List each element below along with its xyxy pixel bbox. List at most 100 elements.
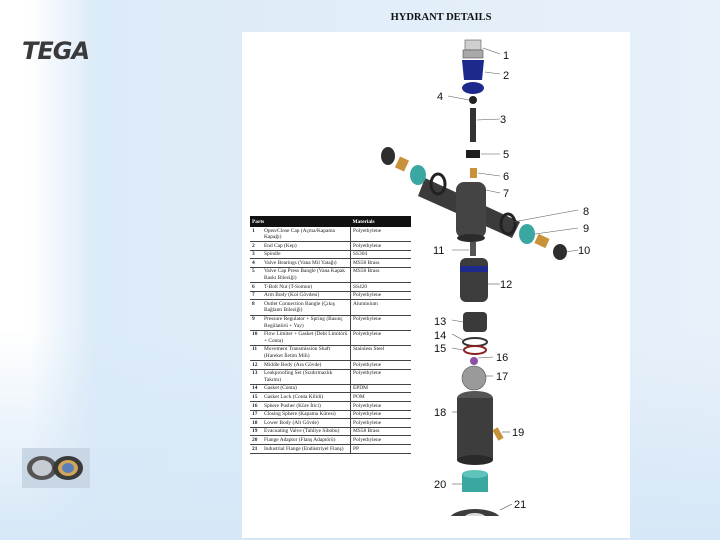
part-name: Evacuating Valve (Tahliye Sibobu) (262, 427, 351, 437)
part-number: 2 (250, 241, 262, 251)
callout-3: 3 (500, 114, 506, 126)
part-material: MS58 Brass (350, 267, 411, 284)
callout-2: 2 (503, 70, 509, 82)
hydrant-exploded-diagram: 1 2 3 4 5 6 7 8 9 10 11 12 13 14 15 16 1… (381, 39, 590, 516)
callout-17: 17 (496, 371, 508, 383)
part-material: Polyethylene (350, 410, 411, 420)
part-material: Polyethylene (350, 418, 411, 428)
part-number: 3 (250, 250, 262, 260)
industrial-flange-part (450, 509, 500, 516)
callout-13: 13 (434, 316, 446, 328)
part-name: Valve Cap Press Bangle (Vana Kapak Baskı… (262, 267, 351, 284)
part-material: Polyethylene (350, 360, 411, 370)
part-number: 20 (250, 435, 262, 446)
shaft-part (470, 242, 476, 256)
part-number: 16 (250, 401, 262, 411)
part-name: Closing Sphere (Kapama Küresi) (262, 410, 351, 420)
part-material: Stainless Steel (350, 345, 411, 362)
end-cap-part (462, 60, 484, 94)
callout-9: 9 (583, 223, 589, 235)
sphere-pusher-part (470, 357, 478, 365)
part-number: 17 (250, 410, 262, 420)
part-name: Movement Transmission Shaft (Hareket İle… (262, 345, 351, 362)
leakproofing-set-part (463, 312, 487, 332)
arm-body-part (418, 178, 520, 242)
open-close-cap-part (462, 39, 484, 59)
part-number: 21 (250, 444, 262, 454)
part-name: End Cap (Kep) (262, 241, 351, 251)
part-material: PP (350, 444, 411, 454)
part-name: Industrial Flange (Endüstriyel Flanş) (262, 444, 351, 454)
part-material: MS58 Brass (350, 258, 411, 268)
evacuating-valve-part (492, 427, 504, 441)
part-number: 7 (250, 291, 262, 301)
part-name: Flange Adaptor (Flanş Adaptörü) (262, 435, 351, 446)
part-number: 9 (250, 315, 262, 331)
callout-12: 12 (500, 279, 512, 291)
part-name: T-Bolt Nut (T-Somun) (262, 282, 351, 292)
part-material: POM (350, 392, 411, 403)
part-name: Gasket (Conta) (262, 384, 351, 394)
part-number: 12 (250, 360, 262, 370)
part-number: 10 (250, 330, 262, 346)
lower-body-part (457, 391, 493, 465)
part-material: Aluminium (350, 299, 411, 316)
part-number: 18 (250, 418, 262, 428)
middle-body-part (460, 258, 488, 302)
table-header-row: Parts Materials (250, 216, 411, 227)
part-name: Pressure Regulator + Spring (Basınç Regü… (262, 315, 351, 331)
part-material: Polyethylene (350, 435, 411, 446)
part-name: Outlet Connection Bangle (Çıkış Bağlantı… (262, 299, 351, 316)
part-material: SS304 (350, 250, 411, 260)
t-bolt-nut-part (470, 168, 477, 178)
callout-20: 20 (434, 479, 446, 491)
callout-6: 6 (503, 171, 509, 183)
callout-7: 7 (503, 188, 509, 200)
callout-14: 14 (434, 330, 446, 342)
part-number: 15 (250, 392, 262, 403)
callout-11: 11 (433, 245, 444, 257)
part-name: Arm Body (Kol Gövdesi) (262, 291, 351, 301)
part-material: Polyethylene (350, 369, 411, 385)
rings-image (22, 448, 90, 488)
callout-15: 15 (434, 343, 446, 355)
gasket-part (462, 337, 488, 347)
part-material: Polyethylene (350, 315, 411, 331)
valve-bearing-part (469, 96, 477, 104)
callout-18: 18 (434, 407, 446, 419)
callout-19: 19 (512, 427, 524, 439)
part-material: Polyethylene (350, 241, 411, 251)
part-material: Polyethylene (350, 401, 411, 411)
part-material: Polyethylene (350, 227, 411, 243)
part-name: Sphere Pusher (Küre İtici) (262, 401, 351, 411)
spindle-part (470, 108, 476, 142)
gasket-lock-part (463, 345, 487, 355)
part-name: Valve Bearings (Vana Mil Yatağı) (262, 258, 351, 268)
right-outlet-parts (499, 212, 567, 260)
part-name: Leakproofing Set (Sızdırmazlık Takımı) (262, 369, 351, 385)
part-number: 5 (250, 267, 262, 284)
callout-21: 21 (514, 499, 526, 511)
callout-5: 5 (503, 149, 509, 161)
header-materials: Materials (350, 216, 411, 227)
header-parts: Parts (250, 216, 351, 227)
part-material: Polyethylene (350, 291, 411, 301)
page-title: HYDRANT DETAILS (390, 12, 492, 23)
